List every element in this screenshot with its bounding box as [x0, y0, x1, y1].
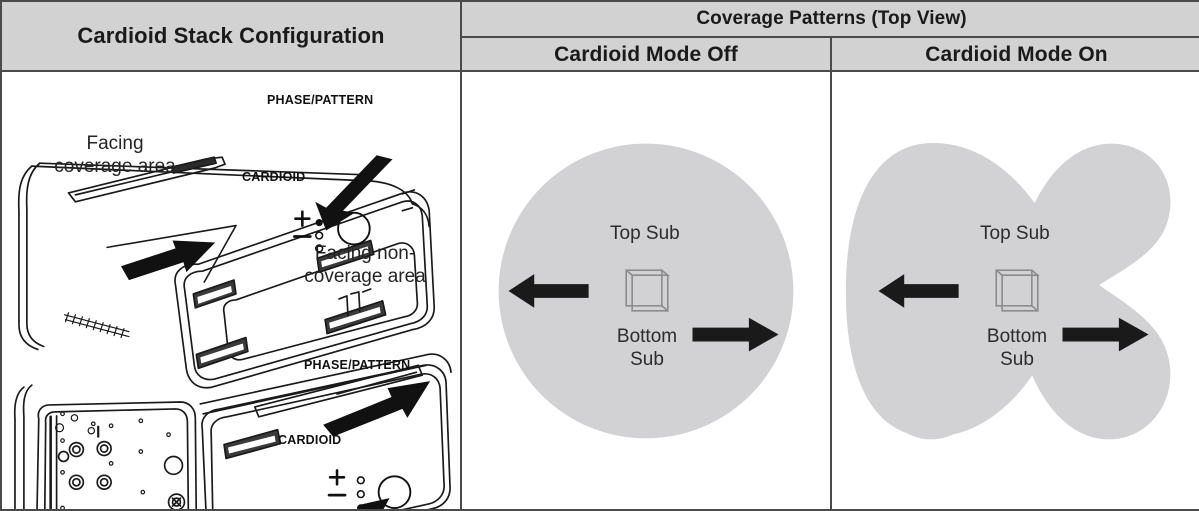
arrow-bottom-sub-right	[692, 317, 779, 352]
cell-pattern-cardioid-on: Top Sub Bottom Sub	[830, 70, 1199, 511]
header-coverage-patterns: Coverage Patterns (Top View)	[460, 0, 1199, 38]
label-bottom-sub-on: Bottom Sub	[967, 325, 1067, 371]
label-top-sub-off: Top Sub	[610, 223, 680, 244]
coverage-pattern-off-diagram	[498, 143, 794, 439]
label-facing-coverage-line1: Facing	[86, 133, 144, 154]
label-cardioid-top: CARDIOID	[242, 170, 306, 184]
label-bottom-sub-on-line1: Bottom	[986, 326, 1048, 347]
label-facing-coverage-line2: coverage area	[54, 156, 176, 177]
omni-coverage-shape	[498, 143, 794, 439]
header-cardioid-stack-configuration: Cardioid Stack Configuration	[0, 0, 462, 72]
cell-pattern-cardioid-off: Top Sub Bottom Sub	[460, 70, 832, 511]
label-bottom-sub-off-line2: Sub	[630, 349, 664, 370]
cell-stack-illustration: Facing coverage area Facing non- coverag…	[0, 70, 462, 511]
arrow-bottom-sub-right	[1062, 317, 1149, 352]
arrow-marks	[121, 155, 431, 509]
label-facing-non-coverage-line1: Facing non-	[314, 243, 416, 264]
label-phase-pattern-top: PHASE/PATTERN	[267, 93, 374, 107]
arrow-top-sub-left	[878, 274, 959, 308]
label-top-sub-on: Top Sub	[980, 223, 1050, 244]
label-bottom-sub-on-line2: Sub	[1000, 349, 1034, 370]
cardioid-coverage-shape-body	[845, 143, 1092, 437]
arrow-top-sub-left	[508, 274, 589, 308]
label-facing-non-coverage-line2: coverage area	[304, 266, 426, 287]
coverage-pattern-on-diagram	[845, 143, 1171, 440]
header-cardioid-mode-on: Cardioid Mode On	[830, 36, 1199, 74]
label-facing-coverage-area: Facing coverage area	[40, 132, 190, 178]
label-facing-non-coverage-area: Facing non- coverage area	[290, 242, 440, 288]
speaker-top-view-icon	[625, 269, 670, 313]
speaker-top-view-icon	[995, 269, 1040, 313]
speaker-stack-illustration	[13, 155, 452, 509]
label-cardioid-bottom: CARDIOID	[278, 433, 342, 447]
header-cardioid-mode-off: Cardioid Mode Off	[460, 36, 832, 74]
label-bottom-sub-off: Bottom Sub	[597, 325, 697, 371]
label-phase-pattern-bottom: PHASE/PATTERN	[304, 358, 411, 372]
label-bottom-sub-off-line1: Bottom	[616, 326, 678, 347]
top-unit-leds	[293, 210, 371, 253]
